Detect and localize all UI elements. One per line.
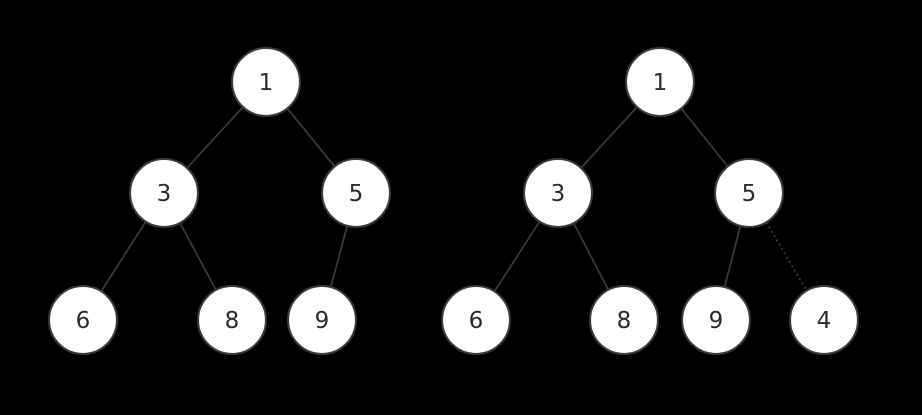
node-label-L6: 6 bbox=[76, 308, 91, 334]
node-circle-R4[interactable] bbox=[788, 284, 860, 356]
tree-node-L8[interactable]: 8 bbox=[196, 284, 268, 356]
tree-node-L9[interactable]: 9 bbox=[286, 284, 358, 356]
node-circle-L8[interactable] bbox=[196, 284, 268, 356]
node-circle-R9[interactable] bbox=[680, 284, 752, 356]
tree-node-R9[interactable]: 9 bbox=[680, 284, 752, 356]
tree-node-L3[interactable]: 3 bbox=[128, 157, 200, 229]
node-label-R5: 5 bbox=[742, 181, 757, 207]
node-circle-R6[interactable] bbox=[440, 284, 512, 356]
tree-edge-L5-L9 bbox=[329, 224, 349, 289]
tree-edge-R3-R8 bbox=[572, 222, 610, 291]
tree-edge-R1-R3 bbox=[580, 106, 638, 169]
edges-layer bbox=[100, 106, 808, 293]
tree-node-R1[interactable]: 1 bbox=[624, 46, 696, 118]
tree-node-R6[interactable]: 6 bbox=[440, 284, 512, 356]
node-circle-L9[interactable] bbox=[286, 284, 358, 356]
node-circle-R8[interactable] bbox=[588, 284, 660, 356]
node-label-L3: 3 bbox=[157, 181, 172, 207]
tree-edge-R5-R9 bbox=[723, 225, 742, 288]
node-label-R4: 4 bbox=[817, 308, 832, 334]
node-circle-L3[interactable] bbox=[128, 157, 200, 229]
node-label-L1: 1 bbox=[259, 70, 274, 96]
tree-edge-L1-L3 bbox=[186, 106, 244, 169]
node-circle-R5[interactable] bbox=[713, 157, 785, 229]
tree-edge-R1-R5 bbox=[680, 107, 729, 168]
node-label-L8: 8 bbox=[225, 308, 240, 334]
tree-edge-R3-R6 bbox=[493, 220, 541, 293]
node-label-L5: 5 bbox=[349, 181, 364, 207]
tree-edge-L3-L6 bbox=[100, 220, 147, 293]
node-circle-R1[interactable] bbox=[624, 46, 696, 118]
tree-edge-R5-R4 bbox=[765, 221, 808, 292]
tree-node-L1[interactable]: 1 bbox=[230, 46, 302, 118]
tree-node-R5[interactable]: 5 bbox=[713, 157, 785, 229]
node-circle-L1[interactable] bbox=[230, 46, 302, 118]
tree-node-R4[interactable]: 4 bbox=[788, 284, 860, 356]
node-circle-L5[interactable] bbox=[320, 157, 392, 229]
tree-node-R3[interactable]: 3 bbox=[522, 157, 594, 229]
node-circle-R3[interactable] bbox=[522, 157, 594, 229]
nodes-layer: 1 3 5 6 8 9 1 3 5 6 8 9 4 bbox=[47, 46, 860, 356]
tree-edge-L1-L5 bbox=[286, 107, 336, 168]
node-label-R6: 6 bbox=[469, 308, 484, 334]
node-label-L9: 9 bbox=[315, 308, 330, 334]
node-label-R3: 3 bbox=[551, 181, 566, 207]
tree-node-L5[interactable]: 5 bbox=[320, 157, 392, 229]
tree-node-L6[interactable]: 6 bbox=[47, 284, 119, 356]
tree-node-R8[interactable]: 8 bbox=[588, 284, 660, 356]
node-label-R1: 1 bbox=[653, 70, 668, 96]
node-label-R8: 8 bbox=[617, 308, 632, 334]
node-circle-L6[interactable] bbox=[47, 284, 119, 356]
node-label-R9: 9 bbox=[709, 308, 724, 334]
tree-edge-L3-L8 bbox=[179, 222, 217, 291]
